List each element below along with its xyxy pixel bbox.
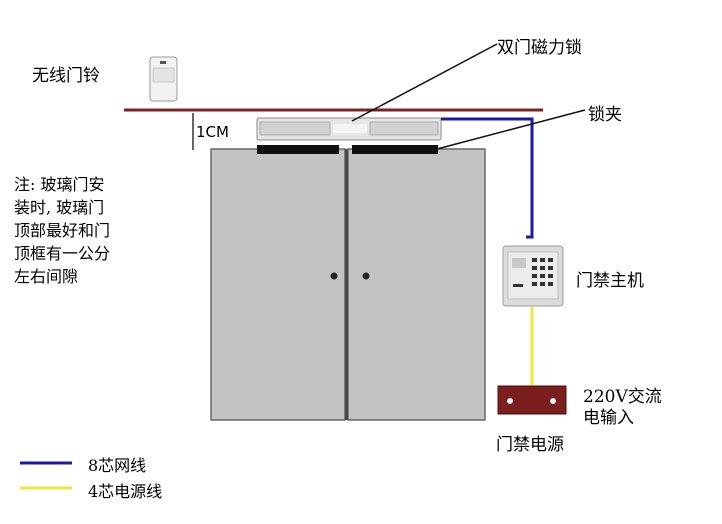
clamp-pointer	[436, 109, 586, 150]
controller-label: 门禁主机	[576, 271, 644, 291]
left-door	[210, 148, 346, 421]
doorbell-label: 无线门铃	[32, 66, 100, 86]
power-supply-box	[497, 385, 567, 415]
network-cable	[441, 117, 534, 239]
lock-clamp-left	[257, 145, 339, 154]
legend-power-label: 4芯电源线	[88, 482, 163, 501]
note-line: 注: 玻璃门安	[14, 175, 105, 194]
note-line: 顶部最好和门	[14, 221, 111, 240]
gap-label: 1CM	[196, 123, 229, 141]
note-line: 顶框有一公分	[14, 244, 111, 263]
lock-pointer	[351, 43, 498, 122]
doorbell-device	[149, 56, 178, 102]
installation-note: 注: 玻璃门安 装时, 玻璃门 顶部最好和门 顶框有一公分 左右间隙	[14, 173, 110, 288]
access-controller-device	[502, 245, 564, 307]
note-line: 装时, 玻璃门	[14, 198, 105, 217]
ac-input-label-line2: 电输入	[583, 408, 634, 428]
right-door-handle	[362, 272, 370, 280]
power-supply-label: 门禁电源	[496, 435, 564, 455]
legend-network-label: 8芯网线	[88, 456, 147, 475]
right-door	[347, 148, 486, 421]
lock-clamp-right	[352, 145, 438, 154]
ac-input-label-line1: 220V交流	[583, 387, 662, 407]
double-lock-label: 双门磁力锁	[497, 38, 582, 58]
left-door-handle	[330, 272, 338, 280]
double-magnetic-lock	[256, 117, 442, 141]
note-line: 左右间隙	[14, 267, 79, 286]
clamp-label: 锁夹	[588, 105, 622, 125]
